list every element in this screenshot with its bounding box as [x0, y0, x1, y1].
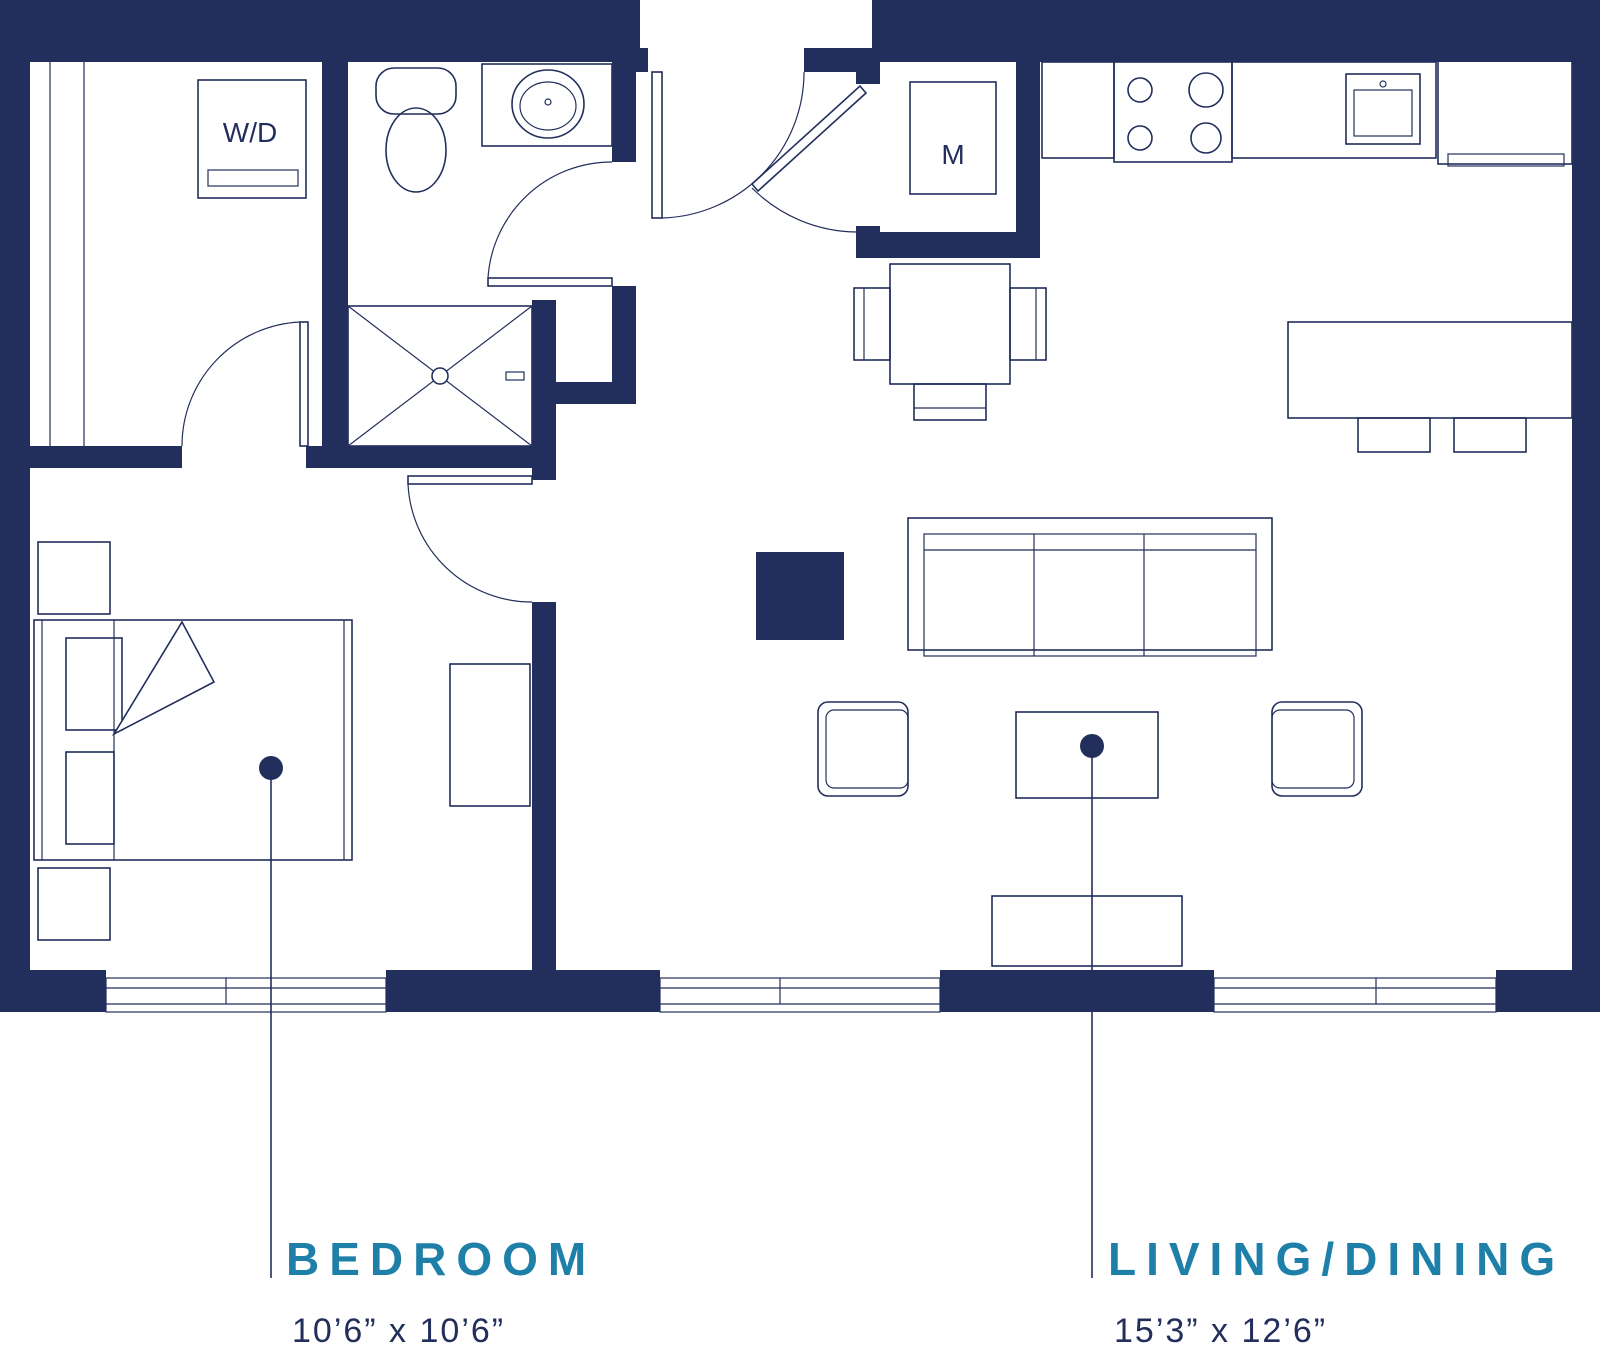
bedroom-label: BEDROOM — [286, 1233, 597, 1285]
column — [756, 552, 844, 640]
bedroom-furniture — [33, 541, 531, 941]
doors — [181, 71, 868, 603]
interior-walls — [30, 48, 1040, 970]
bathroom-fixtures — [347, 63, 613, 447]
laundry-closet: W/D — [49, 62, 307, 446]
living-dining-label: LIVING/DINING — [1108, 1233, 1566, 1285]
living-dining-dimensions: 15’3” x 12’6” — [1114, 1312, 1328, 1350]
bedroom-dimensions: 10’6” x 10’6” — [292, 1312, 506, 1350]
bedroom-marker — [259, 756, 283, 780]
dining-set — [853, 263, 1047, 421]
room-markers — [259, 734, 1104, 1278]
windows — [105, 977, 1497, 1013]
mechanical-label: M — [941, 139, 964, 170]
exterior-walls — [0, 0, 1600, 1012]
living-area — [756, 517, 1363, 967]
washer-dryer-label: W/D — [223, 117, 277, 148]
mechanical-closet: M — [909, 81, 997, 195]
kitchen — [1041, 27, 1573, 453]
living-marker — [1080, 734, 1104, 758]
